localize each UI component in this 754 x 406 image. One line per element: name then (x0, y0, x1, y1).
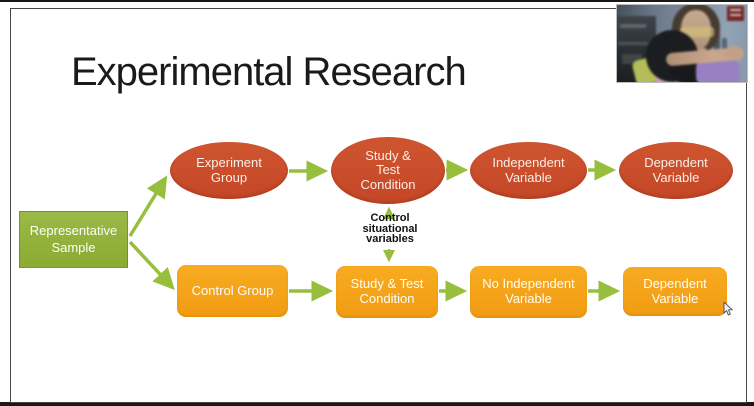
representative-sample-label: Representative Sample (29, 223, 118, 255)
webcam-video (616, 4, 748, 83)
webcam-bottle (722, 38, 727, 50)
presenter-sweater-purple (696, 60, 740, 82)
bottom-edge-strip (0, 402, 754, 406)
no-independent-variable-node: No Independent Variable (470, 266, 587, 318)
dependent-variable-bottom-label: Dependent Variable (643, 275, 707, 306)
webcam-shelf (618, 42, 648, 45)
study-test-condition-ellipse-label: Study & Test Condition (360, 147, 416, 192)
top-edge-strip (0, 0, 754, 2)
annotation-text: Control situational variables (362, 212, 418, 245)
dependent-variable-node-bottom: Dependent Variable (623, 267, 727, 316)
study-test-condition-box: Study & Test Condition (336, 266, 438, 318)
dependent-variable-node-top: Dependent Variable (619, 142, 733, 199)
webcam-sign-text-band (730, 9, 741, 11)
independent-variable-node: Independent Variable (470, 142, 587, 199)
mouse-cursor (723, 302, 734, 316)
independent-variable-label: Independent Variable (492, 154, 565, 185)
experiment-group-label: Experiment Group (196, 154, 262, 185)
webcam-shelf (622, 54, 642, 64)
control-group-label: Control Group (191, 282, 274, 298)
representative-sample-node: Representative Sample (19, 211, 128, 268)
no-independent-variable-label: No Independent Variable (482, 276, 575, 306)
webcam-shelf (620, 24, 646, 28)
control-situational-variables-label: Control situational variables (338, 213, 442, 245)
study-test-condition-box-label: Study & Test Condition (350, 276, 424, 306)
presenter-hand (726, 46, 743, 59)
experiment-group-node: Experiment Group (170, 142, 288, 199)
webcam-picture (617, 5, 747, 82)
webcam-sign-text-band (730, 14, 741, 16)
slide-title: Experimental Research (71, 50, 467, 94)
control-group-node: Control Group (177, 265, 288, 317)
webcam-bottle (714, 34, 720, 50)
dependent-variable-top-label: Dependent Variable (644, 154, 708, 185)
study-test-condition-ellipse: Study & Test Condition (331, 137, 445, 204)
